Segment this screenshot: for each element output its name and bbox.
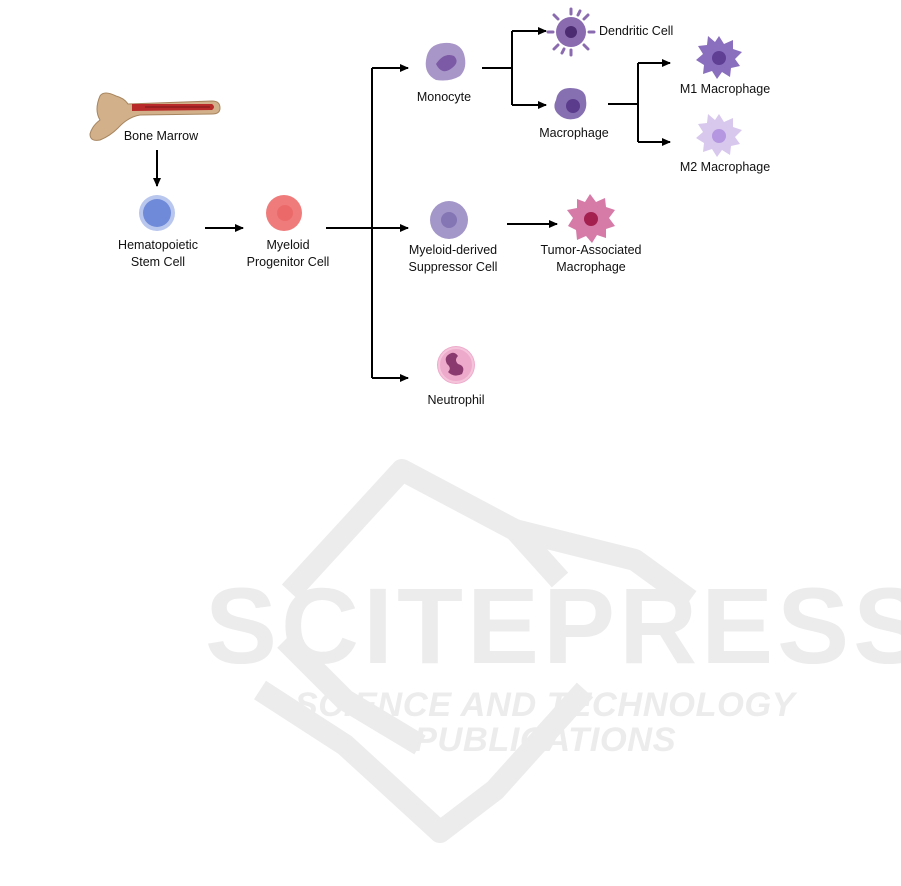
mdsc-label-line2: Suppressor Cell: [398, 259, 508, 276]
dendritic-label: Dendritic Cell: [599, 23, 673, 40]
progenitor-label-line1: Myeloid: [236, 237, 340, 254]
m1-macrophage-icon: [696, 36, 742, 79]
hsc-label-line1: Hematopoietic: [106, 237, 210, 254]
m2-label: M2 Macrophage: [670, 159, 780, 176]
mdsc-label-line1: Myeloid-derived: [398, 242, 508, 259]
progenitor-label: Myeloid Progenitor Cell: [236, 237, 340, 271]
macrophage-label: Macrophage: [532, 125, 616, 142]
bone-marrow-label: Bone Marrow: [121, 128, 201, 145]
watermark-subtitle: SCIENCE AND TECHNOLOGY PUBLICATIONS: [205, 688, 885, 757]
dendritic-cell-icon: [548, 9, 594, 55]
monocyte-icon: [426, 43, 466, 81]
m2-macrophage-icon: [696, 114, 742, 157]
watermark-title: SCITEPRESS: [205, 572, 885, 680]
macrophage-icon: [554, 88, 586, 119]
tam-label-line1: Tumor-Associated: [532, 242, 650, 259]
hsc-label: Hematopoietic Stem Cell: [106, 237, 210, 271]
tam-icon: [567, 194, 615, 243]
tam-label: Tumor-Associated Macrophage: [532, 242, 650, 276]
mdsc-icon: [430, 201, 468, 239]
mdsc-label: Myeloid-derived Suppressor Cell: [398, 242, 508, 276]
neutrophil-icon: [437, 346, 475, 384]
stem-cell-icon: [139, 195, 175, 231]
neutrophil-label: Neutrophil: [416, 392, 496, 409]
progenitor-cell-icon: [266, 195, 302, 231]
tam-label-line2: Macrophage: [532, 259, 650, 276]
m1-label: M1 Macrophage: [670, 81, 780, 98]
progenitor-label-line2: Progenitor Cell: [236, 254, 340, 271]
monocyte-label: Monocyte: [404, 89, 484, 106]
hsc-label-line2: Stem Cell: [106, 254, 210, 271]
